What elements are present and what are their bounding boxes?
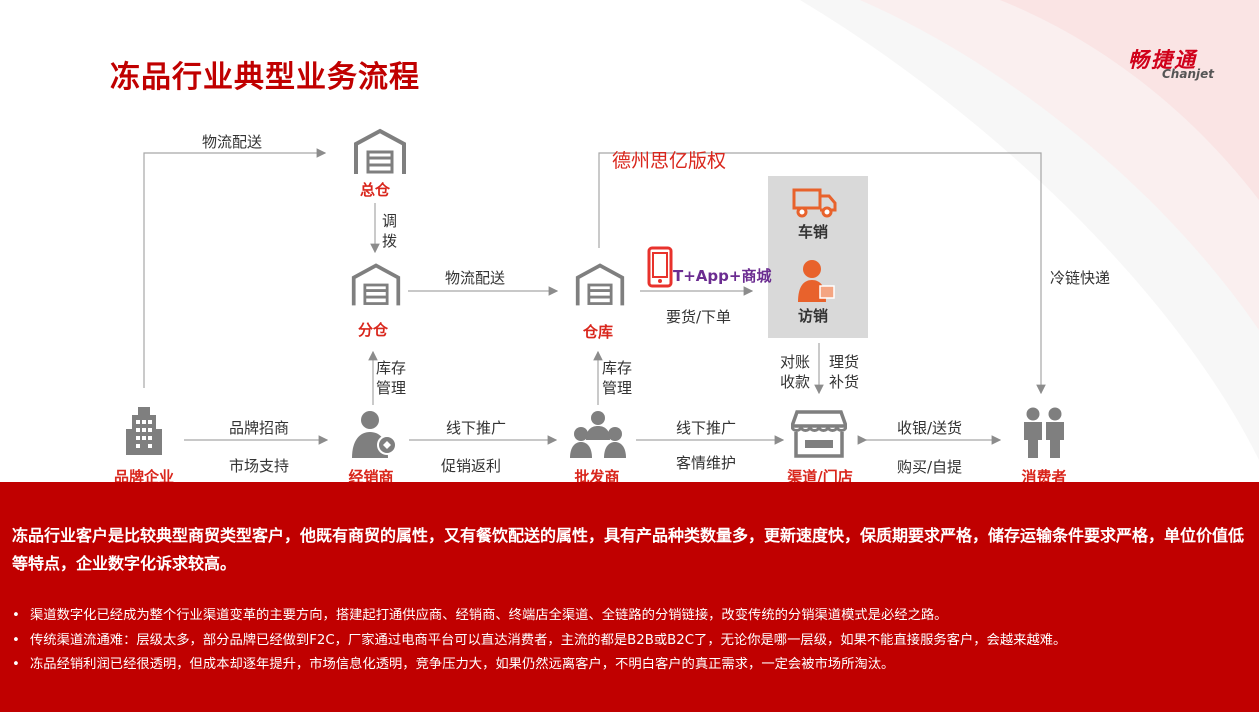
logo-english: Chanjet bbox=[1162, 67, 1214, 81]
couple-icon bbox=[1024, 407, 1064, 458]
delivery-person-icon bbox=[798, 260, 835, 302]
node-visit-sales: 访销 bbox=[797, 307, 828, 325]
page-title: 冻品行业典型业务流程 bbox=[110, 60, 420, 95]
sales-mode-box bbox=[768, 176, 868, 338]
summary-text: 冻品行业客户是比较典型商贸类型客户，他既有商贸的属性，又有餐饮配送的属性，具有产… bbox=[12, 526, 1245, 573]
storefront-icon bbox=[791, 410, 847, 458]
node-warehouse: 仓库 bbox=[582, 323, 613, 341]
businessman-icon bbox=[352, 411, 397, 458]
bullet-list: 渠道数字化已经成为整个行业渠道变革的主要方向，搭建起打通供应商、经销商、终端店全… bbox=[12, 604, 1252, 678]
app-label: T+App+商城 bbox=[673, 267, 772, 285]
node-truck-sales: 车销 bbox=[797, 223, 828, 241]
node-hq-warehouse: 总仓 bbox=[359, 181, 390, 199]
edge-label-logistics-mid: 物流配送 bbox=[445, 269, 506, 287]
edge-label-order: 要货/下单 bbox=[666, 308, 732, 326]
edge-label-inventory-warehouse: 库存管理 bbox=[602, 359, 633, 397]
logo-chinese: 畅捷通 bbox=[1128, 48, 1197, 72]
edge-label-buy-pickup: 购买/自提 bbox=[897, 458, 963, 476]
edge-label-customer-care: 客情维护 bbox=[676, 454, 737, 472]
node-branch-warehouse: 分仓 bbox=[357, 321, 388, 339]
edge-label-promo-rebate: 促销返利 bbox=[441, 457, 502, 475]
edge-label-checkout-delivery: 收银/送货 bbox=[897, 419, 963, 437]
node-brand-company: 品牌企业 bbox=[113, 468, 174, 486]
warehouse-icon bbox=[354, 128, 406, 174]
mobile-phone-icon bbox=[647, 246, 673, 288]
bullet-item: 冻品经销利润已经很透明，但成本却逐年提升，市场信息化透明，竞争压力大，如果仍然远… bbox=[12, 653, 1252, 678]
summary-band bbox=[0, 482, 1259, 712]
node-distributor: 经销商 bbox=[348, 468, 394, 486]
bullet-item: 传统渠道流通难：层级太多，部分品牌已经做到F2C，厂家通过电商平台可以直达消费者… bbox=[12, 629, 1252, 654]
edge-label-allocate: 调拨 bbox=[382, 212, 398, 250]
copyright-watermark: 德州思亿版权 bbox=[612, 150, 727, 172]
edge-label-cold-chain: 冷链快递 bbox=[1050, 269, 1111, 287]
edge-label-inventory-branch: 库存管理 bbox=[376, 359, 407, 397]
edge-label-offline-promo-1: 线下推广 bbox=[446, 419, 507, 437]
node-wholesaler: 批发商 bbox=[574, 468, 620, 486]
warehouse-icon bbox=[575, 263, 625, 306]
warehouse-icon bbox=[351, 263, 401, 306]
node-consumer: 消费者 bbox=[1021, 468, 1067, 486]
truck-icon bbox=[792, 188, 837, 218]
group-people-icon bbox=[570, 411, 626, 458]
edge-label-logistics-top: 物流配送 bbox=[202, 133, 263, 151]
node-store: 渠道/门店 bbox=[787, 468, 853, 486]
edge-label-restock: 理货补货 bbox=[829, 353, 860, 391]
office-building-icon bbox=[126, 407, 162, 455]
edge-label-market-support: 市场支持 bbox=[229, 457, 290, 475]
edge-label-offline-promo-2: 线下推广 bbox=[676, 419, 737, 437]
bullet-item: 渠道数字化已经成为整个行业渠道变革的主要方向，搭建起打通供应商、经销商、终端店全… bbox=[12, 604, 1252, 629]
edge-label-reconcile: 对账收款 bbox=[780, 353, 811, 391]
edge-label-brand-recruit: 品牌招商 bbox=[229, 419, 290, 437]
